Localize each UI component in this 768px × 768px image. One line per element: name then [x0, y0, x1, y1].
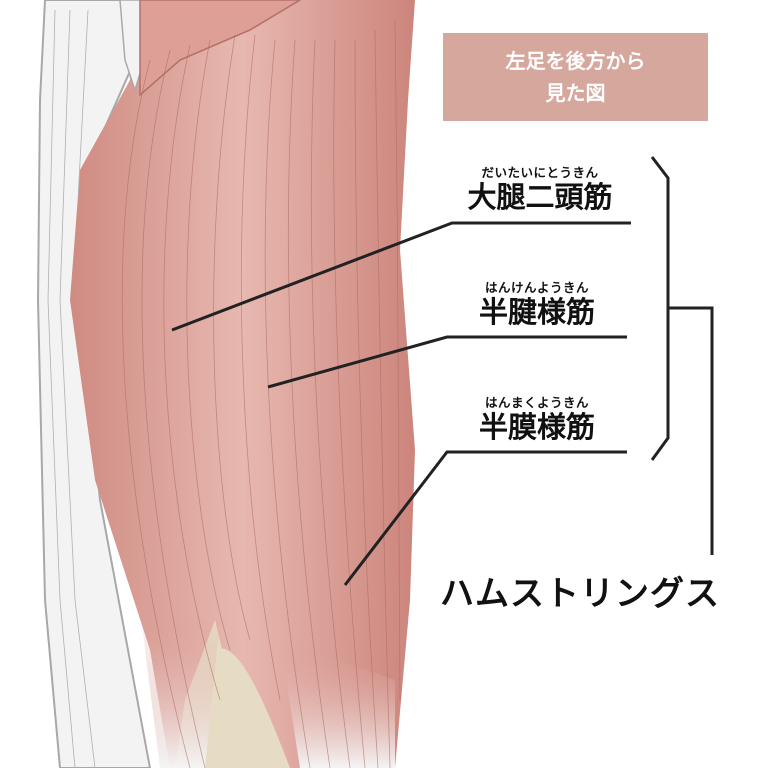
leader-semitendinosus	[267, 335, 627, 389]
furigana: はんまくようきん	[484, 395, 589, 410]
furigana: だいたいにとうきん	[481, 165, 599, 180]
muscle-fibers	[121, 19, 401, 768]
leader-lines	[171, 156, 714, 586]
bracket-connector	[668, 306, 714, 555]
leader-semimembranosus	[343, 450, 627, 586]
muscle-name: 大腿二頭筋	[467, 180, 613, 214]
label-semitendinosus: はんけんようきん 半腱様筋	[452, 280, 622, 330]
gluteus-edge	[139, 0, 302, 97]
view-caption-line1: 左足を後方から	[505, 49, 646, 73]
furigana: はんけんようきん	[484, 280, 589, 295]
lower-tendons-medial	[280, 640, 395, 768]
leader-biceps-femoris	[171, 221, 631, 332]
label-semimembranosus: はんまくようきん 半膜様筋	[452, 395, 622, 445]
view-caption-line2: 見た図	[545, 81, 606, 105]
lower-tendons	[140, 610, 220, 768]
muscle-name: 半膜様筋	[478, 410, 595, 444]
view-caption: 左足を後方から 見た図	[443, 33, 708, 121]
tendon-fibers	[47, 9, 96, 768]
hamstrings-label: ハムストリングス	[440, 574, 720, 614]
group-bracket	[650, 156, 670, 461]
muscle-name: 半腱様筋	[478, 295, 595, 329]
label-biceps-femoris: だいたいにとうきん 大腿二頭筋	[455, 165, 625, 215]
